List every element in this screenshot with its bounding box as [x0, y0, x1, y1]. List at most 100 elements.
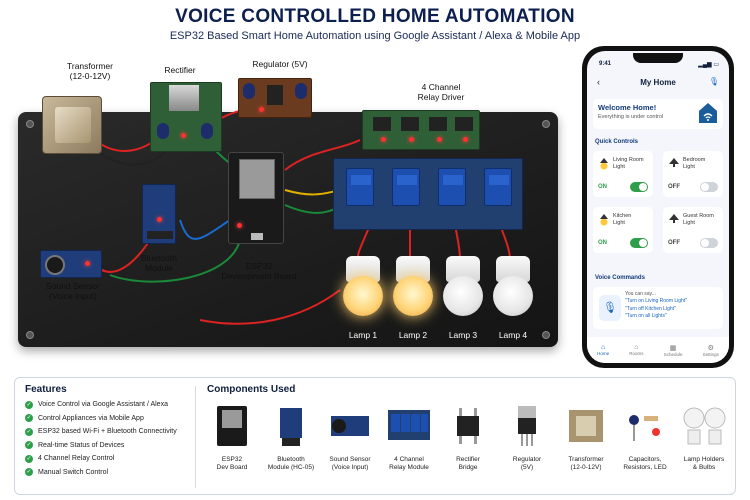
bluetooth-label: Bluetooth Module [141, 253, 177, 273]
check-icon: ✓ [25, 427, 33, 436]
feature-text: 4 Channel Relay Control [38, 455, 115, 462]
check-icon: ✓ [25, 468, 33, 476]
device-name: Kitchen Light [613, 213, 632, 226]
rooms-icon: ⌂ [634, 344, 639, 351]
tab-label: Home [597, 351, 610, 356]
home-icon: ⌂ [600, 344, 606, 351]
feature-item: ✓Real-time Status of Devices [25, 441, 205, 449]
rectifier-board [150, 82, 222, 152]
component-item: Capacitors, Resistors, LED [614, 402, 676, 472]
device-state: ON [598, 240, 607, 246]
check-icon: ✓ [25, 454, 33, 463]
welcome-card: Welcome Home! Everything is under contro… [593, 99, 723, 129]
component-item: 4 Channel Relay Module [378, 402, 440, 472]
relay-2 [392, 168, 420, 206]
relay-driver-board [362, 110, 480, 150]
rectifier-label: Rectifier [164, 65, 196, 75]
esp32-board [228, 152, 284, 244]
info-panel: Features ✓Voice Control via Google Assis… [14, 377, 736, 495]
device-state: ON [598, 184, 607, 190]
sound-sensor [40, 250, 102, 278]
bluetooth-module [142, 184, 176, 244]
lamp-holder-bulb-icon [683, 407, 726, 445]
lamp-label: Lamp 2 [398, 330, 428, 340]
regulator-label: Regulator (5V) [252, 59, 308, 69]
screw [542, 120, 550, 128]
lamp-bulb [493, 276, 533, 316]
section-divider [195, 386, 196, 488]
lamp-bulb [393, 276, 433, 316]
feature-item: ✓ Control Appliances via Mobile App [25, 414, 205, 422]
voice-hint: You can say... [625, 291, 656, 297]
relay-3 [438, 168, 466, 206]
phone-notch [633, 53, 683, 63]
check-icon: ✓ [25, 441, 33, 449]
lamp-icon [669, 158, 679, 167]
lamp-label: Lamp 1 [348, 330, 378, 340]
tab-label: Rooms [629, 351, 644, 356]
mic-icon[interactable]: 🎙 [708, 77, 719, 86]
device-toggle[interactable] [700, 182, 718, 192]
voice-commands-card[interactable]: 🎙 You can say... "Turn on Living Room Li… [593, 287, 723, 329]
mic-icon[interactable]: 🎙 [599, 295, 621, 321]
relay-4 [484, 168, 512, 206]
settings-icon: ⚙ [707, 344, 714, 352]
device-toggle[interactable] [700, 238, 718, 248]
component-label: 4 Channel Relay Module [389, 456, 429, 471]
phone-screen: 9:41 ▂▄▆ ▭ ‹ My Home 🎙 Welcome Home! Eve… [587, 51, 729, 363]
component-item: Regulator (5V) [496, 402, 558, 472]
tab-rooms[interactable]: ⌂Rooms [629, 344, 643, 356]
lamp-icon [600, 158, 608, 170]
regulator-icon [518, 406, 536, 446]
lamp-bulb [343, 276, 383, 316]
component-item: Rectifier Bridge [437, 402, 499, 472]
home-wifi-icon [699, 103, 717, 123]
check-icon: ✓ [25, 414, 33, 422]
welcome-subtitle: Everything is under control [598, 114, 664, 120]
component-label: Transformer (12-0-12V) [568, 456, 604, 471]
esp32-label: ESP32 Development Board [221, 261, 297, 281]
component-label: ESP32 Dev Board [216, 456, 248, 471]
component-item: Lamp Holders & Bulbs [673, 402, 735, 472]
transformer [42, 96, 102, 154]
component-item: Sound Sensor (Voice Input) [319, 402, 381, 472]
back-icon[interactable]: ‹ [597, 77, 600, 87]
component-item: Bluetooth Module (HC-05) [260, 402, 322, 472]
screw [26, 120, 34, 128]
feature-text: Control Appliances via Mobile App [38, 414, 144, 422]
component-label: Lamp Holders & Bulbs [683, 456, 725, 471]
phone-mockup: 9:41 ▂▄▆ ▭ ‹ My Home 🎙 Welcome Home! Eve… [582, 46, 734, 368]
feature-text: ESP32 based Wi-Fi + Bluetooth Connectivi… [38, 428, 177, 435]
feature-item: ✓ ESP32 based Wi-Fi + Bluetooth Connectiv… [25, 427, 205, 436]
relay-1 [346, 168, 374, 206]
tab-schedule[interactable]: ▦Schedule [664, 344, 683, 357]
lamp-label: Lamp 3 [448, 330, 478, 340]
voice-command-list: You can say... "Turn on Living Room Ligh… [625, 291, 687, 320]
sound-sensor-label: Sound Sensor (Voice Input) [46, 281, 100, 301]
welcome-title: Welcome Home! [598, 103, 657, 112]
lamp-icon [669, 214, 679, 223]
tab-settings[interactable]: ⚙Settings [703, 344, 719, 357]
signal-icon: ▂▄▆ ▭ [698, 62, 719, 68]
tab-home[interactable]: ⌂Home [597, 344, 609, 356]
esp32-board-icon [217, 406, 247, 446]
device-state: OFF [668, 240, 680, 246]
screw [542, 331, 550, 339]
voice-command: "Turn on all Lights" [625, 312, 667, 319]
device-name: Living Room Light [613, 157, 644, 170]
feature-text: Manual Switch Control [38, 468, 109, 476]
device-toggle[interactable] [630, 238, 648, 248]
device-state: OFF [668, 184, 680, 190]
components-heading: Components Used [207, 384, 296, 395]
lamp-label: Lamp 4 [498, 330, 528, 340]
page-title: VOICE CONTROLLED HOME AUTOMATION [175, 6, 575, 27]
device-toggle[interactable] [630, 182, 648, 192]
feature-item: ✓ Manual Switch Control [25, 468, 205, 476]
component-label: Sound Sensor (Voice Input) [329, 456, 371, 471]
component-item: ESP32 Dev Board [201, 402, 263, 472]
relay-module-icon [388, 410, 430, 440]
